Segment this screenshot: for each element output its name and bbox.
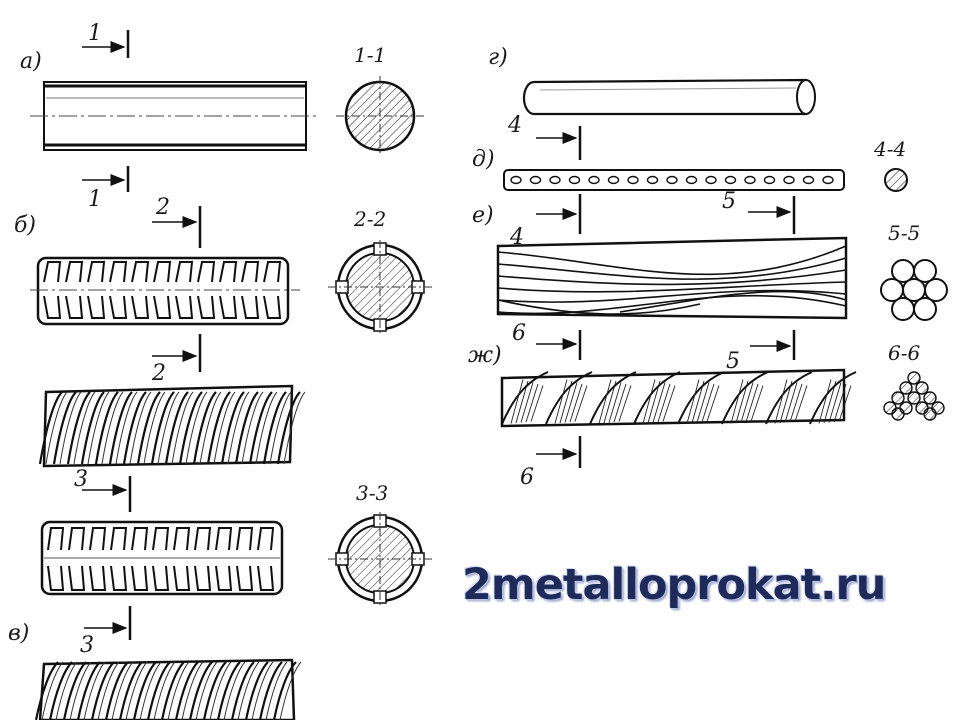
- section-label-6-6: 6-6: [888, 341, 920, 365]
- ribbed-bar-2: [40, 520, 284, 596]
- cut-label-6-bottom: 6: [520, 465, 534, 490]
- panel-label-d: д): [472, 147, 495, 172]
- section-6-6: 6-6: [883, 341, 945, 421]
- cut-label-6-top: 6: [512, 321, 526, 346]
- cut-mark-5: 5 5: [722, 189, 796, 374]
- section-label-5-5: 5-5: [888, 221, 920, 245]
- panel-label-zh: ж): [468, 343, 502, 368]
- section-1-1: 1-1: [336, 43, 424, 156]
- section-2-2: 2-2: [328, 207, 432, 334]
- panel-label-e: е): [472, 203, 494, 228]
- panel-label-a: а): [20, 49, 42, 74]
- cut-label-5-top: 5: [722, 189, 736, 214]
- cut-label-1-bottom: 1: [88, 187, 102, 212]
- cut-label-1-top: 1: [88, 21, 102, 46]
- spiral-bar-2: [34, 658, 302, 720]
- cut-mark-3: 3 3: [74, 467, 132, 658]
- section-4-4: 4-4: [873, 137, 908, 192]
- section-label-1-1: 1-1: [354, 43, 386, 67]
- panel-label-v: в): [8, 621, 29, 646]
- spiral-bar-1: [38, 384, 306, 468]
- watermark-logo: 2metalloprokat.ru: [462, 560, 886, 610]
- cut-mark-4: 4 4: [507, 113, 582, 250]
- section-3-3: 3-3: [328, 481, 432, 606]
- cut-label-4-top: 4: [507, 113, 522, 138]
- section-label-3-3: 3-3: [356, 481, 388, 505]
- section-label-2-2: 2-2: [353, 207, 386, 231]
- section-label-4-4: 4-4: [873, 137, 906, 161]
- panel-label-g: г): [488, 45, 508, 70]
- section-5-5: 5-5: [880, 221, 948, 322]
- crimped-wire: [503, 169, 845, 191]
- ribbed-bar-1: [30, 256, 300, 326]
- cut-label-5-bottom: 5: [726, 349, 740, 374]
- cut-label-4-bottom: 4: [509, 225, 524, 250]
- wire-cable: [500, 368, 857, 428]
- cut-mark-2: 2 2: [151, 195, 202, 386]
- seven-wire-strand: [496, 236, 848, 320]
- smooth-bar: [30, 81, 318, 151]
- cut-label-3-bottom: 3: [80, 633, 94, 658]
- cut-mark-1: 1 1: [82, 21, 130, 212]
- cut-label-3-top: 3: [74, 467, 88, 492]
- cut-mark-6: 6 6: [512, 321, 582, 490]
- cut-label-2-bottom: 2: [151, 361, 166, 386]
- wire-rod: [522, 78, 816, 116]
- panel-label-b: б): [14, 213, 36, 238]
- cut-label-2-top: 2: [155, 195, 170, 220]
